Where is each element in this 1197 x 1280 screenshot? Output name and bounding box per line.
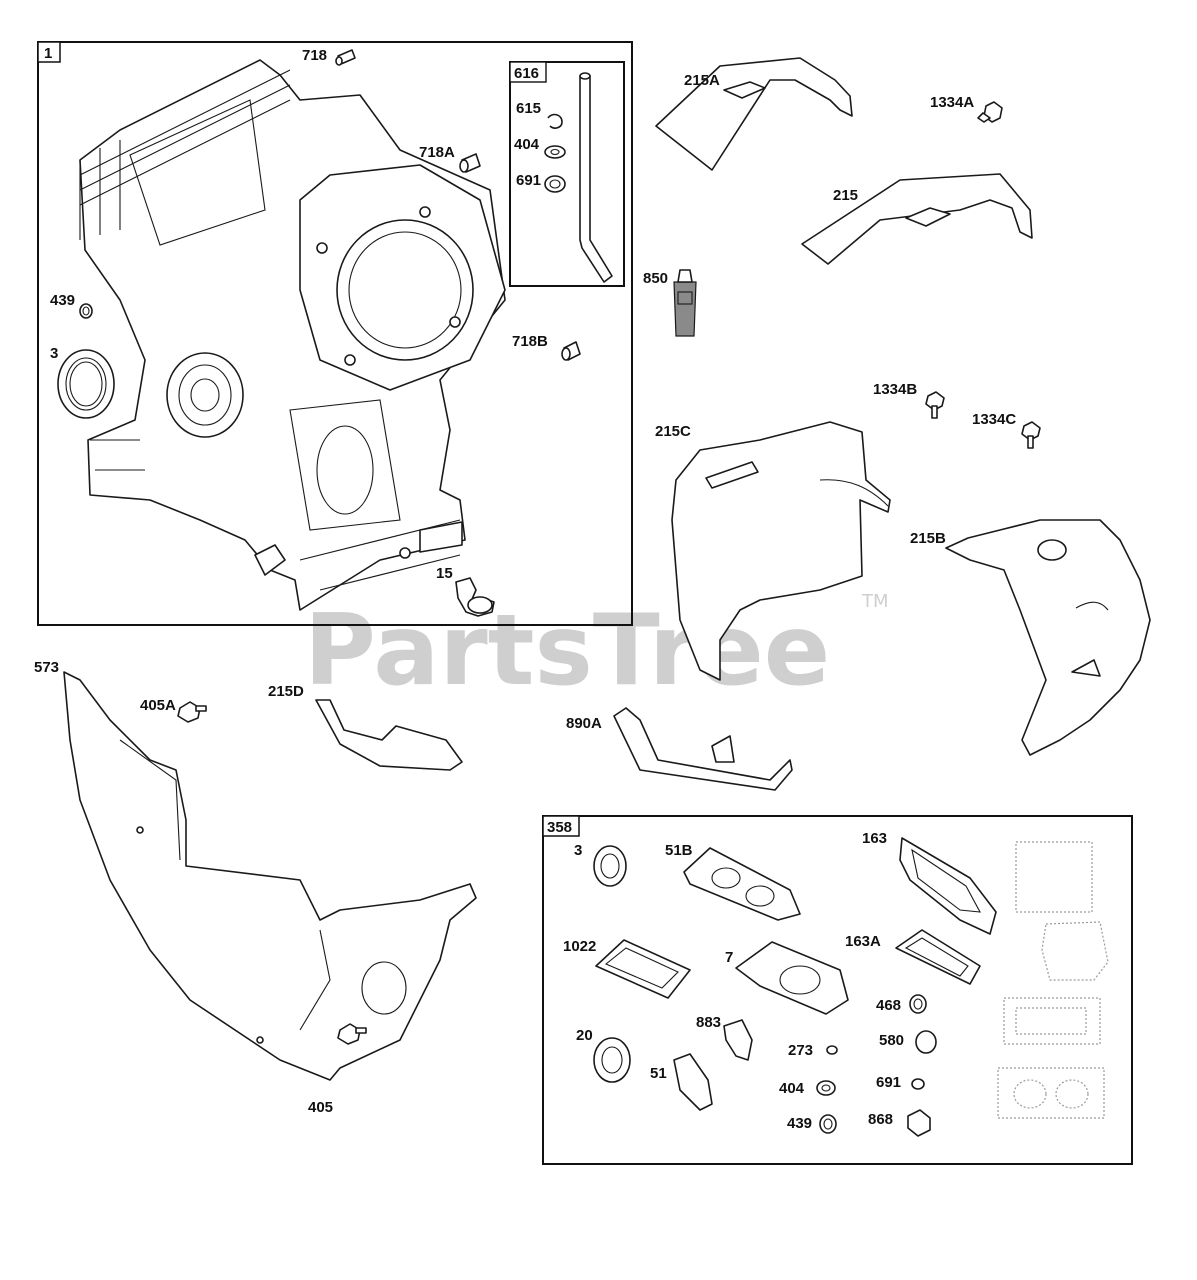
ghost-gasket-1: [1015, 841, 1093, 913]
callout-405: 405: [308, 1099, 333, 1116]
part-718[interactable]: [335, 49, 356, 66]
part-215-shield[interactable]: [801, 173, 1033, 265]
part-718A[interactable]: [459, 153, 481, 173]
callout-691: 691: [516, 172, 541, 189]
callout-1334A: 1334A: [930, 94, 974, 111]
watermark-trademark: TM: [861, 591, 889, 612]
watermark: PartsTree: [304, 594, 830, 708]
ghost-gasket-4: [997, 1067, 1105, 1119]
callout-1334B: 1334B: [873, 381, 917, 398]
part-1334C-bolt[interactable]: [1021, 421, 1041, 449]
part-51-gasket[interactable]: [673, 1053, 713, 1111]
part-850-sealant[interactable]: [673, 269, 697, 337]
callout-404-kit: 404: [779, 1080, 805, 1097]
part-273-oring[interactable]: [826, 1045, 838, 1055]
part-616-governor-shaft[interactable]: [579, 72, 613, 283]
callout-51: 51: [650, 1065, 667, 1082]
part-868-plug[interactable]: [907, 1109, 931, 1137]
part-439b-washer[interactable]: [819, 1114, 837, 1134]
part-405-bolt[interactable]: [337, 1023, 367, 1045]
callout-1022: 1022: [563, 938, 596, 955]
part-404b-washer[interactable]: [816, 1080, 836, 1096]
callout-215C: 215C: [655, 423, 691, 440]
part-615-clip[interactable]: [547, 113, 563, 129]
ghost-gasket-2: [1041, 921, 1109, 981]
part-7-gasket[interactable]: [735, 941, 849, 1015]
callout-163A: 163A: [845, 933, 881, 950]
part-405A-bolt[interactable]: [177, 701, 207, 723]
callout-718A: 718A: [419, 144, 455, 161]
part-439-washer[interactable]: [79, 303, 93, 319]
part-163A-gasket[interactable]: [895, 929, 981, 985]
callout-163: 163: [862, 830, 887, 847]
callout-215B: 215B: [910, 530, 946, 547]
part-468-oring[interactable]: [909, 994, 927, 1014]
part-215D-shield[interactable]: [315, 699, 463, 771]
group-358: 358: [542, 815, 1133, 1165]
part-580-oring[interactable]: [915, 1030, 937, 1054]
callout-468: 468: [876, 997, 901, 1014]
callout-439: 439: [50, 292, 75, 309]
group-616: 616: [509, 61, 625, 287]
ghost-gasket-3: [1003, 997, 1101, 1045]
callout-7: 7: [725, 949, 733, 966]
callout-215D: 215D: [268, 683, 304, 700]
part-404a-washer[interactable]: [544, 145, 566, 159]
group-1: 1: [37, 41, 633, 626]
callout-439-kit: 439: [787, 1115, 812, 1132]
part-573-baffle[interactable]: [63, 671, 477, 1081]
part-3b-seal[interactable]: [593, 845, 627, 887]
callout-3: 3: [50, 345, 58, 362]
part-890A-bracket[interactable]: [613, 707, 793, 791]
part-20-seal[interactable]: [593, 1037, 631, 1083]
callout-273: 273: [788, 1042, 813, 1059]
callout-20: 20: [576, 1027, 593, 1044]
callout-580: 580: [879, 1032, 904, 1049]
callout-1334C: 1334C: [972, 411, 1016, 428]
callouts: 718 718A 718B 439 3 15 615 404 691 215A …: [34, 47, 1016, 1132]
part-691b-seal[interactable]: [911, 1078, 925, 1090]
group-616-tag: 616: [514, 65, 539, 82]
part-15-plug[interactable]: [455, 577, 495, 617]
part-3-seal[interactable]: [57, 349, 115, 419]
callout-850: 850: [643, 270, 668, 287]
callout-215: 215: [833, 187, 858, 204]
part-718B[interactable]: [561, 341, 581, 361]
callout-615: 615: [516, 100, 541, 117]
callout-215A: 215A: [684, 72, 720, 89]
callout-868: 868: [868, 1111, 893, 1128]
callout-890A: 890A: [566, 715, 602, 732]
cylinder-block[interactable]: [79, 59, 506, 611]
part-215C-shroud[interactable]: [671, 421, 891, 681]
callout-51B: 51B: [665, 842, 693, 859]
part-1334A-bolt[interactable]: [977, 101, 1003, 123]
callout-404: 404: [514, 136, 540, 153]
callout-691-kit: 691: [876, 1074, 901, 1091]
part-1334B-bolt[interactable]: [925, 391, 945, 419]
part-1022-gasket[interactable]: [595, 939, 691, 999]
part-883-gasket[interactable]: [723, 1019, 753, 1061]
callout-883: 883: [696, 1014, 721, 1031]
callout-718: 718: [302, 47, 327, 64]
callout-405A: 405A: [140, 697, 176, 714]
callout-3-kit: 3: [574, 842, 582, 859]
part-163-gasket[interactable]: [899, 837, 997, 935]
part-215A-shield[interactable]: [655, 57, 853, 171]
callout-15: 15: [436, 565, 453, 582]
group-1-tag: 1: [44, 45, 52, 62]
part-215B-shroud[interactable]: [945, 519, 1151, 756]
callout-573: 573: [34, 659, 59, 676]
part-691a-seal[interactable]: [544, 175, 566, 193]
group-358-tag: 358: [547, 819, 572, 836]
part-51B-gasket[interactable]: [683, 847, 801, 921]
callout-718B: 718B: [512, 333, 548, 350]
